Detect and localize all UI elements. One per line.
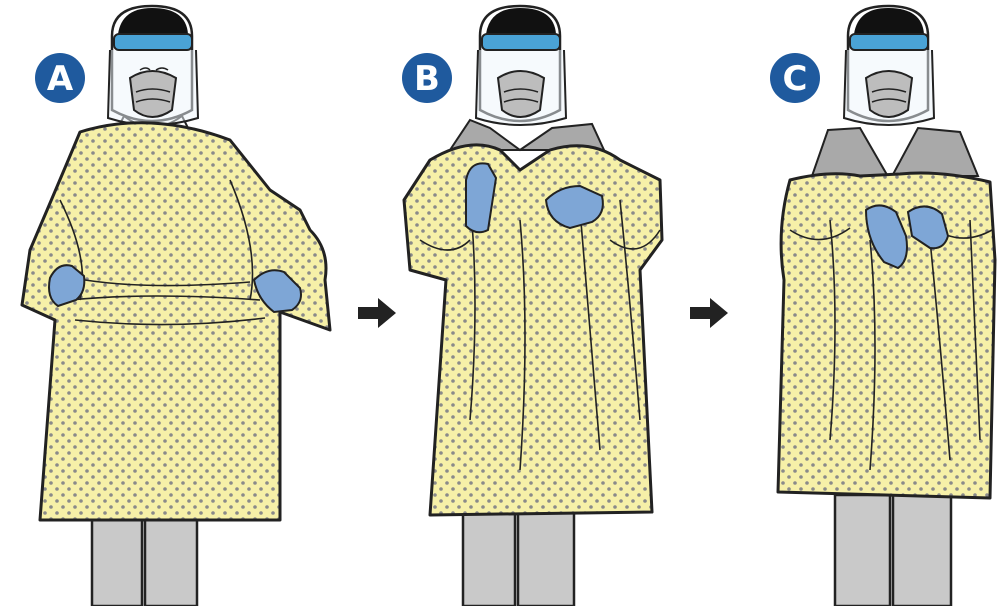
step-label-c: C — [783, 59, 808, 99]
respirator-mask-icon — [866, 71, 912, 117]
arrow-right-icon — [358, 298, 396, 328]
figure-b: B — [402, 6, 662, 606]
figure-a: A — [22, 6, 330, 606]
step-badge: A — [35, 53, 85, 103]
pants — [835, 495, 951, 606]
gown-icon — [404, 145, 662, 515]
pants — [463, 512, 574, 606]
respirator-mask-icon — [498, 71, 544, 117]
step-label-a: A — [47, 59, 74, 99]
step-label-b: B — [414, 59, 440, 99]
arrow-right-icon — [690, 298, 728, 328]
figure-c: C — [770, 6, 995, 606]
pants — [92, 515, 197, 606]
step-badge: B — [402, 53, 452, 103]
respirator-mask-icon — [130, 68, 176, 117]
step-badge: C — [770, 53, 820, 103]
gown-icon — [22, 123, 330, 520]
